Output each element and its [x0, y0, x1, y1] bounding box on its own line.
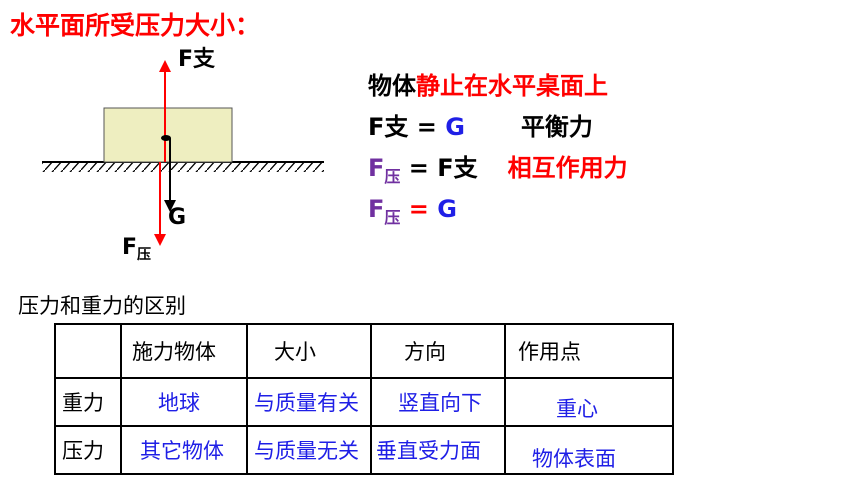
table-header-cell: 大小 — [246, 323, 372, 379]
table-cell: 与质量有关 — [246, 377, 372, 427]
table-header-cell: 作用点 — [504, 323, 674, 379]
equation-3-lhs: F — [368, 154, 385, 182]
equation-2-rhs: G — [445, 113, 465, 141]
equation-2-lhs: F支 — [368, 113, 409, 141]
table-row: 重力 地球 与质量有关 竖直向下 重心 — [54, 377, 674, 427]
support-force-label: F支 — [178, 47, 216, 72]
equation-3-eq: = — [408, 154, 429, 182]
table-cell: 重心 — [504, 377, 674, 427]
center-of-gravity-dot — [161, 135, 171, 141]
table-header-cell — [54, 323, 122, 379]
table-cell: 重力 — [54, 377, 122, 427]
equation-line-4: F压 = G — [368, 189, 628, 230]
force-diagram: F支 G F压 — [42, 47, 324, 263]
equation-2-note: 平衡力 — [520, 113, 593, 141]
equation-4-lhs: F — [368, 195, 385, 223]
table-cell: 压力 — [54, 425, 122, 475]
table-cell: 地球 — [120, 377, 248, 427]
table-cell: 与质量无关 — [246, 425, 372, 475]
equation-4-lhs-sub: 压 — [384, 208, 401, 227]
equation-3-rhs: F支 — [437, 154, 478, 182]
gravity-label: G — [168, 205, 186, 230]
equation-line-2: F支 = G 平衡力 — [368, 107, 628, 148]
equation-line-3: F压 = F支 相互作用力 — [368, 148, 628, 189]
equation-4-rhs: G — [437, 195, 457, 223]
equation-2-eq: = — [416, 113, 437, 141]
ground-hatching — [42, 162, 324, 172]
table-heading: 压力和重力的区别 — [18, 294, 186, 318]
block — [103, 107, 233, 163]
equation-4-eq: = — [408, 195, 429, 223]
table-cell: 物体表面 — [504, 425, 674, 475]
table-header-cell: 方向 — [370, 323, 506, 379]
equation-line-1: 物体静止在水平桌面上 — [368, 66, 628, 107]
equation-1-highlight: 静止在水平桌面上 — [416, 72, 608, 100]
comparison-table: 施力物体 大小 方向 作用点 重力 地球 与质量有关 竖直向下 重心 压力 其它… — [54, 323, 674, 475]
equation-3-lhs-sub: 压 — [384, 167, 401, 186]
equation-3-note: 相互作用力 — [507, 154, 628, 182]
table-header-row: 施力物体 大小 方向 作用点 — [54, 323, 674, 379]
pressure-force-label: F压 — [122, 235, 151, 263]
table-cell: 其它物体 — [120, 425, 248, 475]
page-title: 水平面所受压力大小： — [10, 11, 261, 40]
table-cell: 垂直受力面 — [370, 425, 506, 475]
equation-1-prefix: 物体 — [368, 72, 416, 100]
table-header-cell: 施力物体 — [120, 323, 248, 379]
table-row: 压力 其它物体 与质量无关 垂直受力面 物体表面 — [54, 425, 674, 475]
table-cell: 竖直向下 — [370, 377, 506, 427]
